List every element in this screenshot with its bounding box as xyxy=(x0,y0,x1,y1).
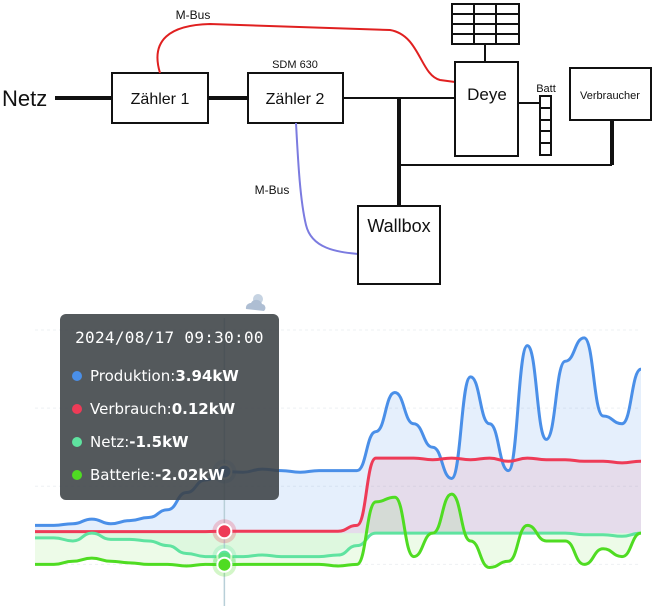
verbrauch-dot-icon xyxy=(72,403,82,414)
solar-panel-icon xyxy=(451,3,520,62)
wallbox-box xyxy=(357,205,441,285)
tooltip-row-batterie: Batterie: -2.02kW xyxy=(72,458,267,491)
mbus-top-label: M-Bus xyxy=(176,8,211,22)
marker-dot xyxy=(216,523,233,540)
mbus-left-cable xyxy=(295,122,359,255)
tooltip-row-netz: Netz: -1.5kW xyxy=(72,425,267,458)
series-line[interactable] xyxy=(34,492,642,570)
tooltip-row-value: -2.02kW xyxy=(155,465,225,484)
tooltip-row-value: 3.94kW xyxy=(175,366,239,385)
grid-label: Netz xyxy=(2,86,47,111)
chart-lines xyxy=(34,336,642,570)
cloud-sun-icon xyxy=(245,294,266,311)
battery-icon xyxy=(539,95,552,156)
inverter-box xyxy=(454,61,519,157)
battery-label: Batt xyxy=(536,83,556,95)
series-area xyxy=(35,337,641,534)
meter-2-model: SDM 630 xyxy=(272,59,318,71)
meter-1-label: Zähler 1 xyxy=(131,91,190,108)
series-area xyxy=(35,533,641,557)
consumer-label: Verbraucher xyxy=(580,90,640,102)
wiring-diagram: Netz Zähler 1 Zähler 2 SDM 630 M-Bus De xyxy=(2,3,652,285)
power-chart[interactable] xyxy=(34,294,642,606)
mbus-top-cable xyxy=(156,22,456,83)
series-line[interactable] xyxy=(34,531,642,559)
consumer-box xyxy=(569,67,652,121)
meter-2-label: Zähler 2 xyxy=(266,91,325,108)
series-area xyxy=(35,458,641,534)
series-area xyxy=(35,494,641,568)
inverter-label: Deye xyxy=(467,85,507,104)
series-line[interactable] xyxy=(34,456,642,534)
batterie-dot-icon xyxy=(72,469,82,480)
series-line[interactable] xyxy=(35,336,642,527)
tooltip-row-label: Netz: xyxy=(90,432,130,451)
tooltip-row-produktion: Produktion: 3.94kW xyxy=(72,359,267,392)
chart-tooltip: 2024/08/17 09:30:00 Produktion: 3.94kW V… xyxy=(60,314,279,500)
netz-dot-icon xyxy=(72,436,82,447)
tooltip-time: 2024/08/17 09:30:00 xyxy=(75,328,264,347)
mbus-left-label: M-Bus xyxy=(255,183,290,197)
tooltip-row-value: 0.12kW xyxy=(171,399,236,418)
wallbox-label: Wallbox xyxy=(367,216,430,236)
marker-dot xyxy=(216,556,233,573)
tooltip-row-label: Verbrauch: xyxy=(90,399,172,418)
tooltip-row-verbrauch: Verbrauch: 0.12kW xyxy=(72,392,267,425)
tooltip-row-label: Batterie: xyxy=(90,465,156,484)
chart-areas xyxy=(35,337,641,568)
tooltip-row-label: Produktion: xyxy=(90,366,176,385)
produktion-dot-icon xyxy=(72,370,82,381)
tooltip-row-value: -1.5kW xyxy=(129,432,189,451)
